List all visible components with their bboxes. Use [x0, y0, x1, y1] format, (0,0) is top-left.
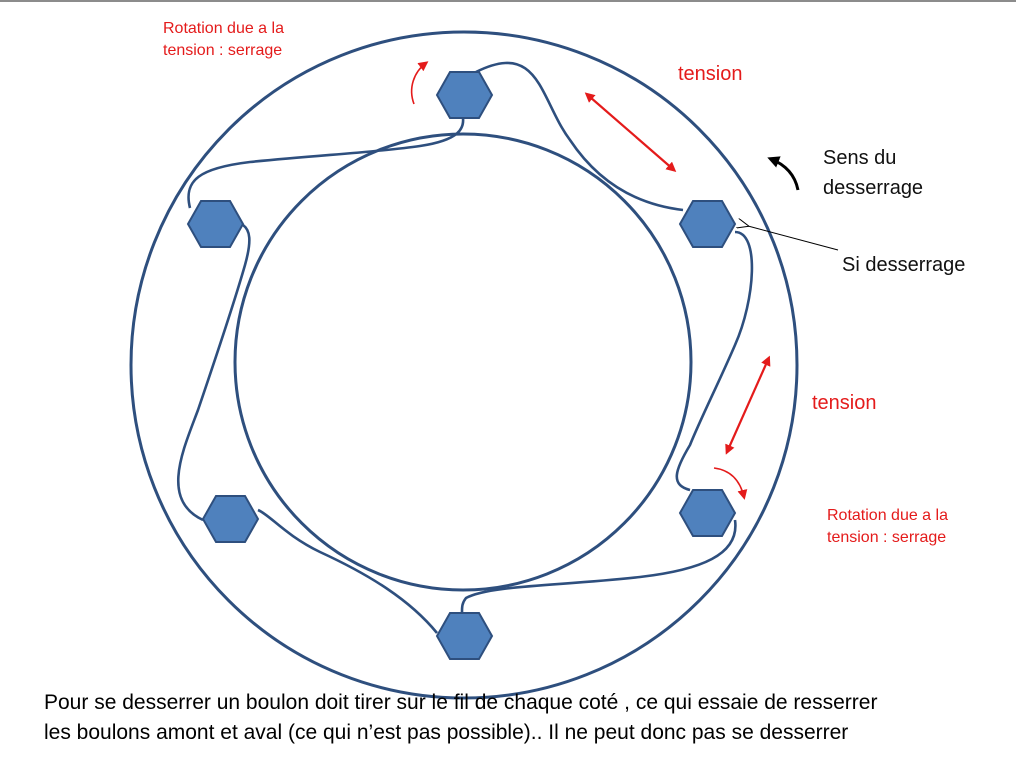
- rotation-arrow-top: [410, 61, 429, 105]
- si-desserrage-label: Si desserrage: [842, 254, 966, 276]
- safety-wire: [177, 61, 754, 634]
- outer-ring: [129, 30, 799, 700]
- caption: Pour se desserrer un boulon doit tirer s…: [44, 688, 1004, 748]
- rotation-label-top: Rotation due a la tension : serrage: [163, 18, 284, 62]
- tension-label-top: tension: [678, 63, 743, 85]
- loosening-direction-arrow: [767, 156, 800, 191]
- rotation-label-bottom-line2: tension : serrage: [827, 529, 947, 546]
- bolt-upper-right: [678, 200, 737, 248]
- rotation-label-top-line2: tension : serrage: [163, 42, 283, 59]
- rotation-label-bottom-line1: Rotation due a la: [827, 507, 948, 524]
- tension-label-right: tension: [812, 392, 877, 414]
- rotation-label-bottom: Rotation due a la tension : serrage: [827, 505, 948, 549]
- sens-du-desserrage-line1: Sens du: [823, 147, 897, 169]
- caption-line-2: les boulons amont et aval (ce qui n’est …: [44, 721, 849, 744]
- bolt-top: [435, 71, 494, 119]
- rotation-arrow-bottom: [713, 467, 748, 500]
- sens-du-desserrage-label: Sens du desserrage: [823, 143, 923, 203]
- inner-ring: [233, 132, 693, 592]
- bolt-lower-right: [678, 489, 737, 537]
- tension-arrow-top: [584, 92, 677, 172]
- bolt-bottom: [435, 612, 494, 660]
- rotation-label-top-line1: Rotation due a la: [163, 20, 284, 37]
- top-rule: [0, 0, 1016, 2]
- caption-line-1: Pour se desserrer un boulon doit tirer s…: [44, 691, 878, 714]
- tension-arrow-right: [725, 355, 771, 455]
- sens-du-desserrage-line2: desserrage: [823, 177, 924, 199]
- bolt-lower-left: [201, 495, 260, 543]
- bolt-upper-left: [186, 200, 245, 248]
- si-desserrage-pointer: [748, 226, 839, 251]
